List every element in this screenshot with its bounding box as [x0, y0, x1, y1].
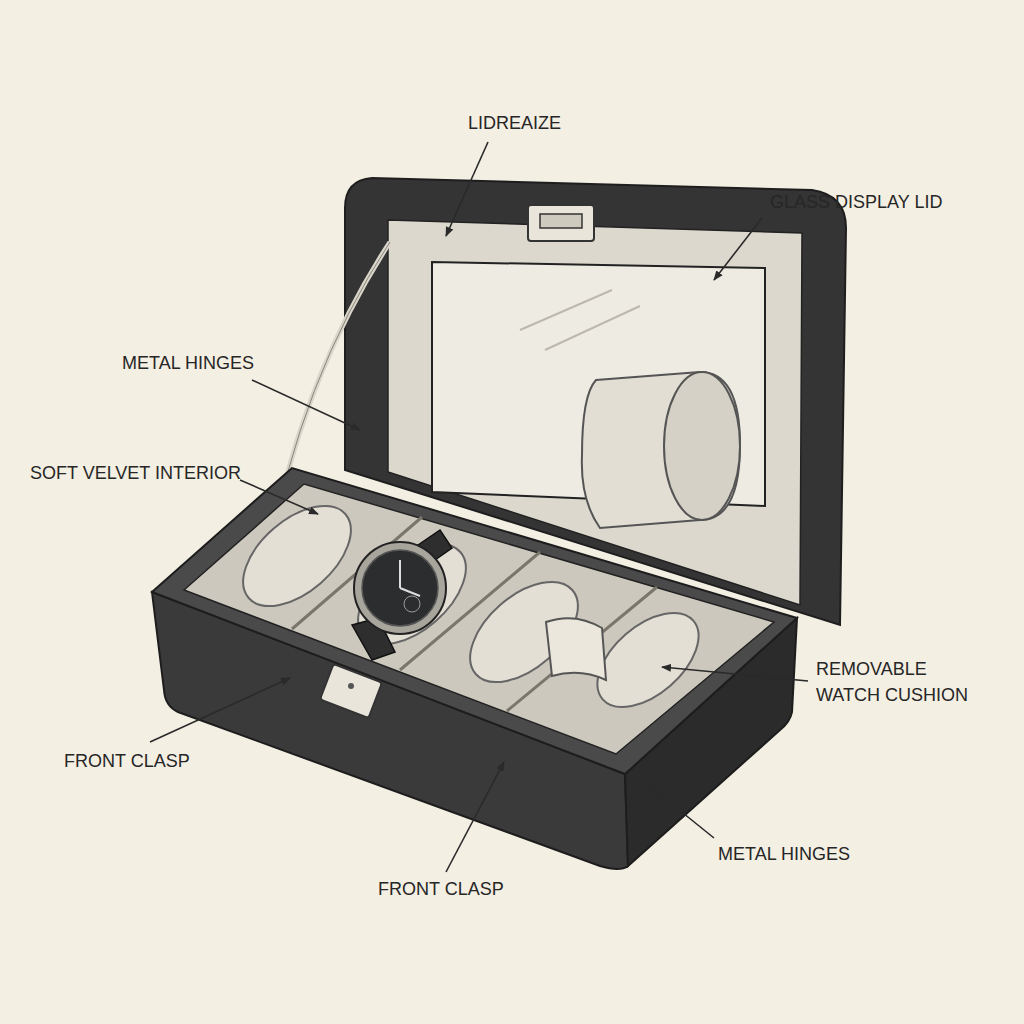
lid-cushion-end — [664, 372, 740, 520]
watch-dial — [362, 550, 438, 626]
leader-line — [652, 788, 714, 838]
part-label: FRONT CLASP — [378, 876, 504, 902]
velvet-tray — [184, 484, 774, 754]
watch-cushion — [225, 487, 369, 625]
leader-line — [240, 480, 318, 514]
leader-line — [252, 380, 360, 430]
glass-glare — [520, 290, 640, 350]
part-label: METAL HINGES — [122, 350, 254, 376]
lid-cushion — [582, 372, 740, 528]
watch-bezel — [354, 542, 446, 634]
removable-cushion — [546, 618, 606, 680]
clasp-rivet — [348, 683, 354, 689]
watch-hands — [400, 560, 420, 596]
leader-lines — [150, 142, 808, 872]
part-label: FRONT CLASP — [64, 748, 190, 774]
leader-line — [446, 762, 504, 872]
part-label: SOFT VELVET INTERIOR — [30, 460, 241, 486]
leader-line — [714, 218, 762, 280]
leader-line — [150, 678, 290, 742]
lid-clasp — [528, 205, 594, 241]
part-label: REMOVABLE WATCH CUSHION — [816, 656, 976, 708]
leader-line — [446, 142, 488, 236]
base-rim — [152, 468, 797, 774]
watch-subdial — [404, 596, 420, 612]
lid-lining — [388, 220, 802, 605]
watch-cushion — [340, 525, 484, 663]
front-clasp — [320, 664, 382, 718]
part-label: GLASS DISPLAY LID — [770, 189, 942, 215]
part-label: LIDREAIZE — [468, 110, 561, 136]
lid-clasp-slot — [540, 214, 582, 228]
part-label: METAL HINGES — [718, 841, 850, 867]
leader-line — [662, 667, 808, 681]
